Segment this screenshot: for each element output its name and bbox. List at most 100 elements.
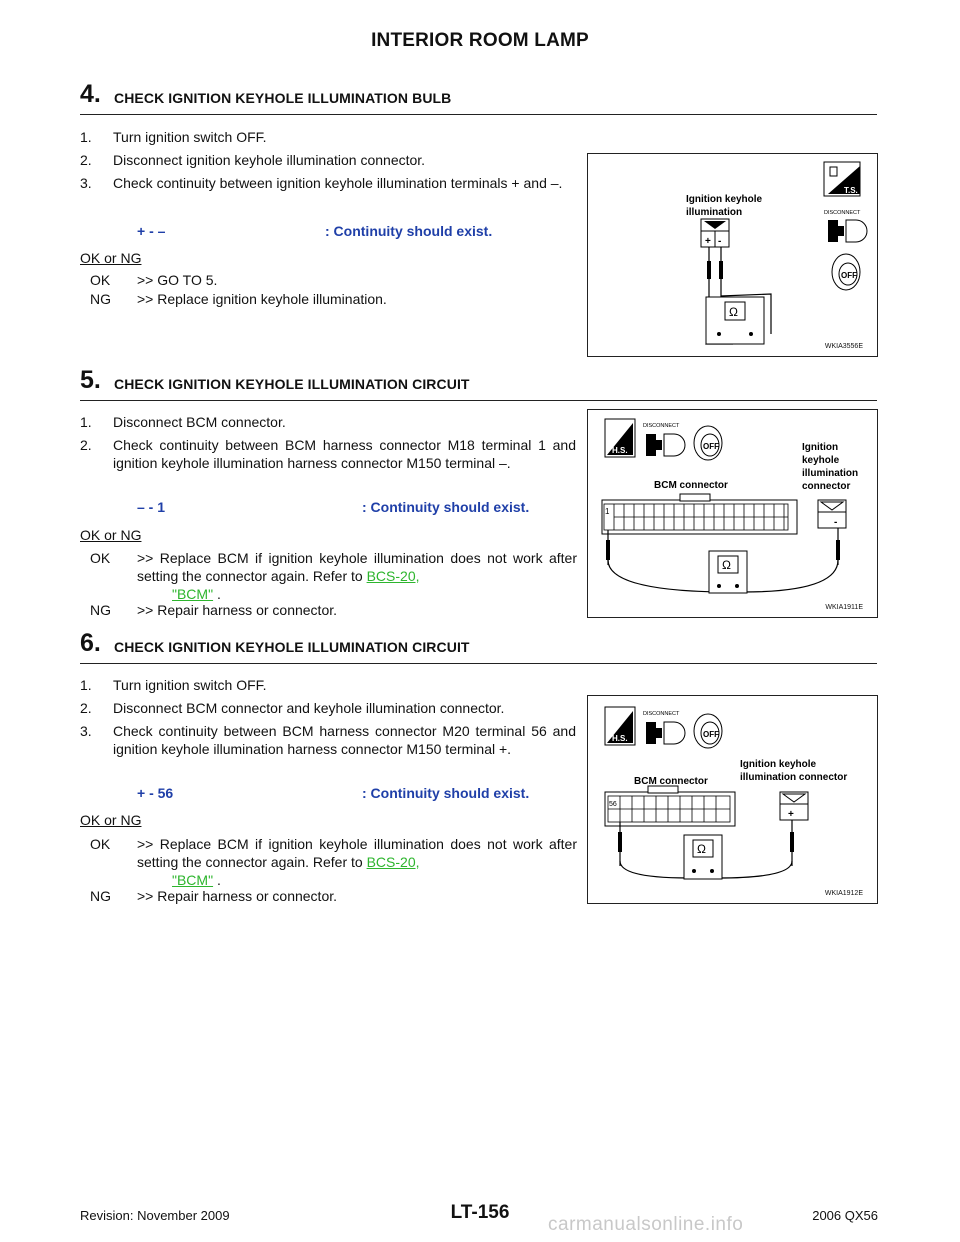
item-number: 1. [80, 129, 92, 145]
ref-link-bcm[interactable]: "BCM" [172, 586, 214, 602]
svg-text:H.S.: H.S. [612, 446, 628, 455]
svg-text:56: 56 [609, 801, 617, 808]
list-item: 2. Disconnect ignition keyhole illuminati… [80, 151, 576, 169]
item-text: Turn ignition switch OFF. [113, 677, 267, 693]
disconnect-label: DISCONNECT [824, 210, 861, 216]
svg-text:OFF: OFF [841, 271, 857, 280]
spec-result: : Continuity should exist. [362, 499, 530, 515]
list-item: 3.Check continuity between ignition keyh… [80, 174, 576, 192]
spec-result: : Continuity should exist. [325, 223, 493, 239]
list-item: 1.Disconnect BCM connector. [80, 413, 576, 431]
step-title: CHECK IGNITION KEYHOLE ILLUMINATION CIRC… [114, 376, 470, 392]
bcm-connector-label: BCM connector [654, 480, 728, 491]
svg-text:illumination: illumination [802, 468, 858, 479]
item-text: Disconnect BCM connector. [113, 414, 286, 430]
figure-bcm-m20: H.S. DISCONNECT OFF Ignition keyhole ill… [587, 695, 878, 904]
ref-link-bcs20[interactable]: BCS-20, [366, 568, 420, 584]
item-number: 2. [80, 152, 92, 168]
hs-badge-icon: H.S. [604, 706, 636, 746]
spec-terminals: + - 56 [137, 785, 174, 801]
disconnect-icon [646, 433, 686, 457]
step-5-heading: 5. CHECK IGNITION KEYHOLE ILLUMINATION C… [80, 366, 877, 401]
svg-text:-: - [834, 517, 837, 528]
svg-text:Ω: Ω [697, 842, 706, 856]
step-4-heading: 4. CHECK IGNITION KEYHOLE ILLUMINATION B… [80, 80, 877, 115]
ignition-off-icon: OFF [693, 713, 723, 749]
ref-link-bcm[interactable]: "BCM" [172, 872, 214, 888]
ok-or-ng-heading: OK or NG [80, 812, 142, 828]
list-item: 2. Disconnect BCM connector and keyhole i… [80, 699, 576, 717]
ng-label: NG [90, 602, 111, 618]
svg-text:connector: connector [802, 481, 850, 492]
watermark: carmanualsonline.info [548, 1214, 744, 1235]
figure-code: WKIA3556E [824, 343, 863, 350]
svg-text:+: + [705, 236, 711, 247]
item-text: Disconnect BCM connector and keyhole ill… [113, 700, 505, 716]
figure-code: WKIA1911E [825, 604, 863, 611]
page-title: INTERIOR ROOM LAMP [371, 30, 589, 51]
ng-label: NG [90, 291, 111, 307]
figure-code: WKIA1912E [824, 890, 863, 897]
bcm-connector-icon: 1 [601, 493, 798, 535]
footer-page-number: LT-156 [450, 1202, 510, 1223]
connector-icon: + - [700, 218, 730, 248]
ng-action: >> Repair harness or connector. [137, 888, 338, 904]
item-text: Check continuity between ignition keyhol… [113, 175, 563, 191]
step-number: 6. [80, 629, 101, 657]
step-number: 4. [80, 80, 101, 108]
ng-label: NG [90, 888, 111, 904]
ok-label: OK [90, 272, 111, 288]
ok-action: >> Replace BCM if ignition keyhole illum… [137, 836, 577, 888]
footer-revision: Revision: November 2009 [80, 1208, 230, 1223]
disconnect-icon [646, 721, 686, 745]
ohmmeter-icon: Ω [708, 550, 748, 594]
wiring-diagram: H.S. DISCONNECT OFF Ignition keyhole ill… [604, 706, 847, 880]
disconnect-label: DISCONNECT [643, 423, 680, 429]
item-number: 2. [80, 437, 92, 453]
figure-label: illumination [686, 207, 742, 218]
svg-text:Ω: Ω [722, 558, 731, 572]
bcm-connector-icon: 56 [604, 785, 736, 827]
disconnect-icon [828, 219, 868, 243]
ref-link-bcs20[interactable]: BCS-20, [366, 854, 420, 870]
step-6-heading: 6. CHECK IGNITION KEYHOLE ILLUMINATION C… [80, 629, 877, 664]
step-number: 5. [80, 366, 101, 394]
figure-bcm-m18: H.S. DISCONNECT OFF Ignition keyhole ill… [587, 409, 878, 618]
hs-badge-icon: H.S. [604, 418, 636, 458]
figure-label: Ignition keyhole [686, 194, 763, 205]
keyhole-connector-icon: - [817, 499, 847, 529]
item-text: Disconnect ignition keyhole illumination… [113, 152, 426, 168]
list-item: 1.Turn ignition switch OFF. [80, 128, 576, 146]
step-title: CHECK IGNITION KEYHOLE ILLUMINATION CIRC… [114, 639, 470, 655]
ohmmeter-icon: Ω [705, 296, 765, 345]
svg-text:T.S.: T.S. [844, 186, 858, 195]
item-number: 1. [80, 677, 92, 693]
svg-text:OFF: OFF [703, 442, 719, 451]
spec-result: : Continuity should exist. [362, 785, 530, 801]
list-item: 3.Check continuity between BCM harness c… [80, 722, 576, 758]
ignition-off-icon: OFF [693, 425, 723, 461]
ok-action: >> Replace BCM if ignition keyhole illum… [137, 550, 577, 602]
svg-text:keyhole: keyhole [802, 455, 840, 466]
ng-action: >> Replace ignition keyhole illumination… [137, 291, 387, 307]
list-item: 1. Turn ignition switch OFF. [80, 676, 576, 694]
spec-terminals: – - 1 [137, 499, 166, 515]
footer-model: 2006 QX56 [812, 1208, 878, 1223]
spec-terminals: + - – [137, 223, 166, 239]
ok-label: OK [90, 836, 111, 852]
svg-text:OFF: OFF [703, 730, 719, 739]
svg-text:+: + [788, 809, 794, 820]
ok-label: OK [90, 550, 111, 566]
ok-or-ng-heading: OK or NG [80, 527, 142, 543]
list-item: 2. Check continuity between BCM harness c… [80, 436, 576, 472]
svg-text:Ignition: Ignition [802, 442, 838, 453]
wiring-diagram: T.S. Ignition keyhole illumination DISCO… [686, 161, 868, 345]
item-text: Check continuity between BCM harness con… [113, 437, 576, 471]
bcm-connector-label: BCM connector [634, 776, 708, 787]
ok-action: >> GO TO 5. [137, 272, 218, 288]
item-number: 3. [80, 723, 92, 739]
ts-badge-icon: T.S. [823, 161, 861, 197]
keyhole-connector-icon: + [779, 791, 809, 821]
figure-keyhole-bulb: T.S. Ignition keyhole illumination DISCO… [587, 153, 878, 357]
item-number: 2. [80, 700, 92, 716]
